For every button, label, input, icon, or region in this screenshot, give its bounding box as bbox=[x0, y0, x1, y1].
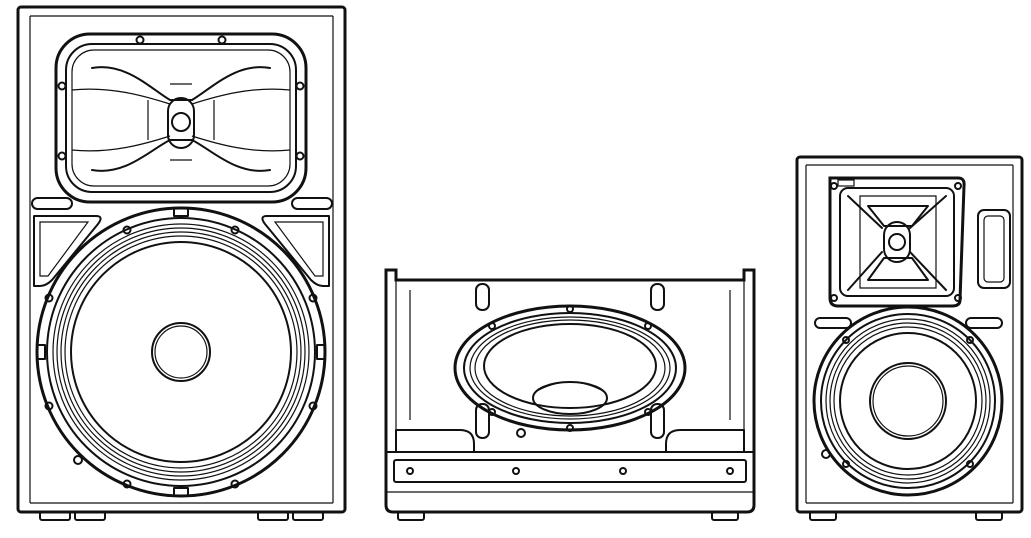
large-handle-slot-left bbox=[31, 197, 73, 210]
small-speaker-cabinet bbox=[795, 155, 1024, 514]
monitor-woofer bbox=[453, 304, 687, 438]
small-speaker bbox=[795, 155, 1024, 521]
large-speaker-cabinet bbox=[16, 5, 347, 514]
large-speaker bbox=[16, 5, 347, 521]
large-port-right bbox=[261, 215, 330, 287]
small-horn bbox=[828, 176, 966, 308]
horn-screws bbox=[57, 35, 305, 161]
large-horn bbox=[54, 32, 308, 204]
floor-monitor bbox=[384, 268, 756, 521]
large-woofer bbox=[35, 206, 327, 498]
small-woofer bbox=[812, 305, 1004, 497]
large-speaker-feet bbox=[39, 511, 324, 521]
small-woofer-screws bbox=[842, 336, 974, 468]
monitor-woofer-screws bbox=[488, 305, 652, 432]
large-port-left bbox=[33, 215, 102, 287]
large-handle-slot-right bbox=[291, 197, 333, 210]
woofer-screws bbox=[44, 225, 318, 489]
monitor-cabinet-outline bbox=[384, 268, 756, 514]
monitor-base-screws bbox=[406, 467, 734, 475]
monitor-base-panel bbox=[393, 459, 747, 483]
small-port bbox=[977, 209, 1011, 289]
